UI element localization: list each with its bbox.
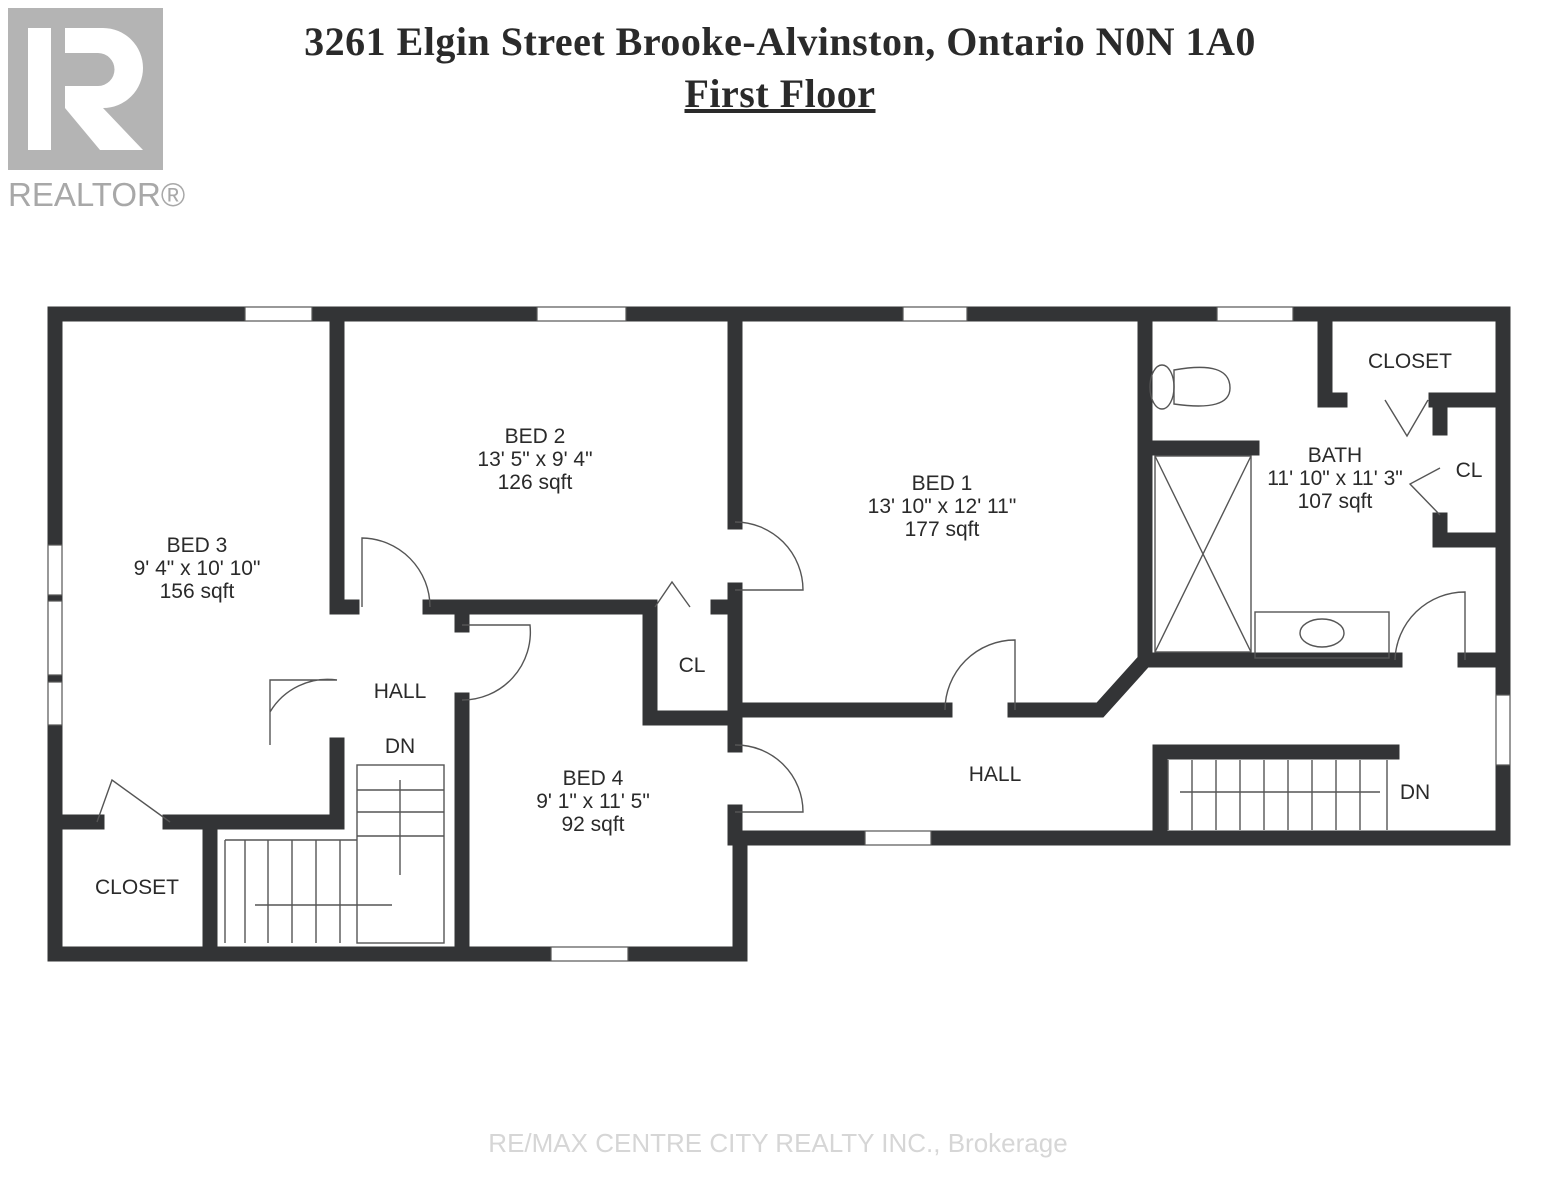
floor-title: First Floor	[684, 71, 876, 116]
realtor-logo: REALTOR®	[8, 8, 185, 213]
realtor-r-mark	[8, 8, 163, 170]
doors	[96, 399, 1466, 823]
room-area: 126 sqft	[498, 471, 573, 494]
hall-label-right: HALL	[969, 763, 1022, 786]
room-name: BED 4	[563, 767, 624, 790]
cl-label-bed4: CL	[679, 654, 706, 677]
room-name: BED 1	[912, 472, 973, 495]
room-name: BED 2	[505, 425, 566, 448]
stairs-right	[1167, 760, 1388, 830]
room-area: 156 sqft	[160, 580, 235, 603]
vanity	[1254, 611, 1390, 659]
closet-label-left: CLOSET	[95, 876, 179, 899]
fixtures	[1149, 364, 1390, 659]
brokerage-watermark: RE/MAX CENTRE CITY REALTY INC., Brokerag…	[466, 1128, 1090, 1159]
room-bed-1: BED 1 13' 10" x 12' 11" 177 sqft	[868, 472, 1017, 541]
room-bed-2: BED 2 13' 5" x 9' 4" 126 sqft	[477, 425, 592, 494]
address-title: 3261 Elgin Street Brooke-Alvinston, Onta…	[304, 19, 1256, 64]
room-dims: 9' 4" x 10' 10"	[134, 557, 261, 580]
hall-label-left: HALL	[374, 680, 427, 703]
room-bed-4: BED 4 9' 1" x 11' 5" 92 sqft	[536, 767, 650, 836]
dn-label-left: DN	[385, 735, 415, 758]
room-bath: BATH 11' 10" x 11' 3" 107 sqft	[1267, 444, 1402, 513]
room-dims: 13' 5" x 9' 4"	[477, 448, 592, 471]
stairs-left	[224, 764, 445, 944]
room-name: BATH	[1308, 444, 1362, 467]
room-area: 107 sqft	[1298, 490, 1373, 513]
realtor-logo-text: REALTOR®	[8, 176, 186, 213]
toilet-bowl	[1173, 366, 1231, 407]
room-bed-3: BED 3 9' 4" x 10' 10" 156 sqft	[134, 534, 261, 603]
room-dims: 11' 10" x 11' 3"	[1267, 467, 1402, 490]
cl-label-bath: CL	[1456, 459, 1483, 482]
room-area: 177 sqft	[905, 518, 980, 541]
sink	[1299, 618, 1345, 648]
room-dims: 9' 1" x 11' 5"	[536, 790, 650, 813]
shower	[1154, 455, 1252, 653]
walls	[47, 306, 1511, 962]
dn-label-right: DN	[1400, 781, 1430, 804]
room-name: BED 3	[167, 534, 228, 557]
room-dims: 13' 10" x 12' 11"	[868, 495, 1017, 518]
closet-label-bath: CLOSET	[1368, 350, 1452, 373]
windows	[47, 306, 1511, 962]
toilet-tank	[1149, 364, 1175, 410]
room-area: 92 sqft	[561, 813, 624, 836]
